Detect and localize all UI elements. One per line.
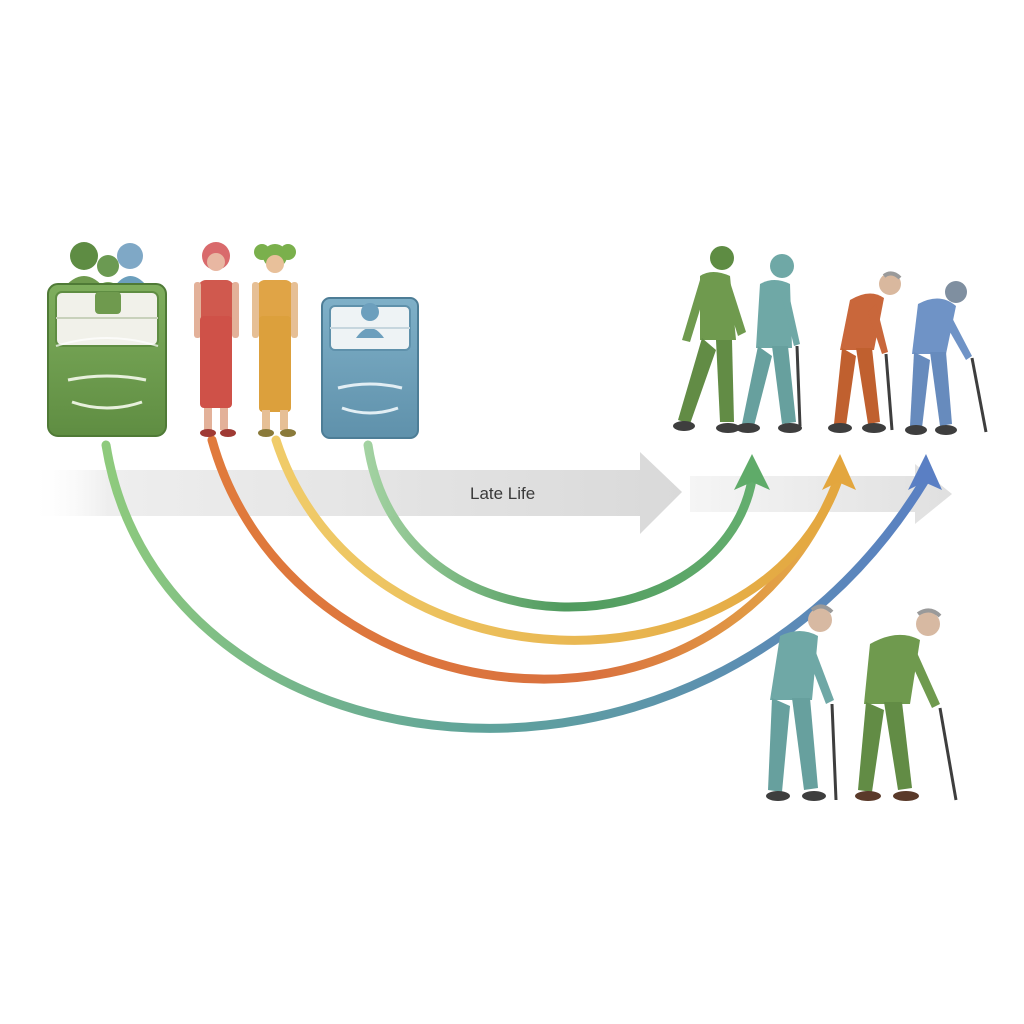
arc-orange-to-orange-elder	[271, 435, 843, 645]
arc-family-to-blue-elder	[101, 440, 930, 733]
arc-arrowheads	[734, 454, 942, 490]
arc-bed-to-green-elder	[363, 440, 757, 612]
person-hospital-bed	[321, 297, 419, 439]
pathway-arcs	[101, 435, 930, 733]
elder-teal-cane-lower	[766, 604, 838, 801]
elder-green-cane-lower	[855, 608, 958, 801]
arrowhead-green	[734, 454, 770, 490]
arrowhead-orange	[822, 454, 856, 490]
family-hospital-bed	[47, 242, 167, 437]
elder-blue-cane	[905, 281, 988, 435]
elder-green-walking	[673, 246, 746, 433]
elder-teal-cane	[736, 254, 802, 433]
timeline-label: Late Life	[470, 484, 535, 503]
elder-orange-cane	[828, 271, 902, 433]
arrowhead-blue	[908, 454, 942, 490]
arc-red-to-orange-elder	[207, 435, 843, 684]
woman-red	[194, 242, 239, 437]
woman-orange	[252, 244, 298, 437]
